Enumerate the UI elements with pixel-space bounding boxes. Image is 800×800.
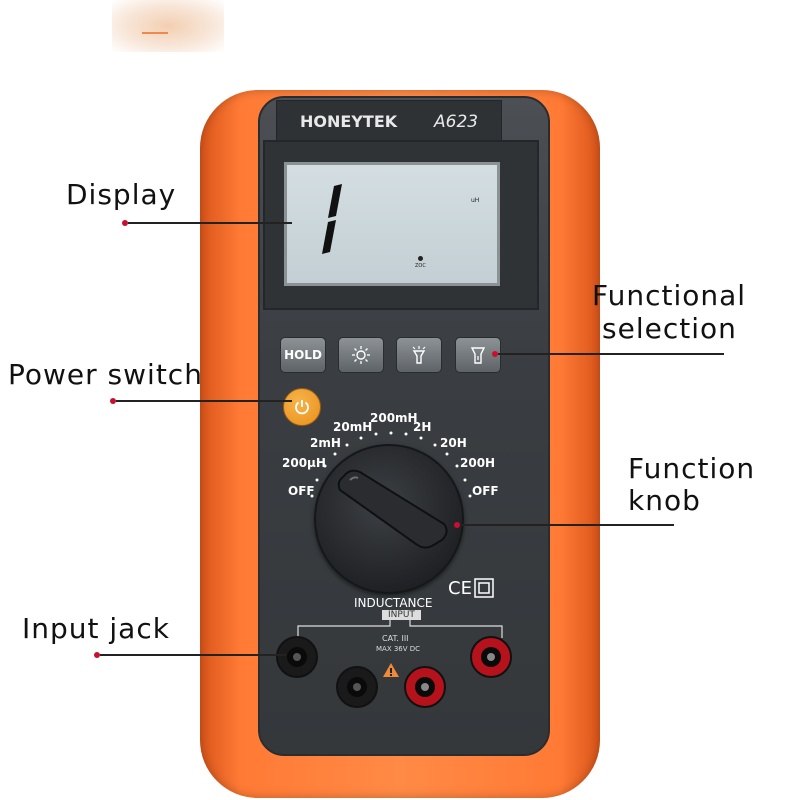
range-20mh: 20mH	[333, 420, 373, 434]
lamp-icon	[470, 347, 486, 364]
annotation-line-power	[116, 400, 292, 402]
warning-triangle-icon	[383, 663, 399, 677]
lcd-indicator-dot	[418, 256, 423, 261]
hold-button[interactable]: HOLD	[280, 337, 326, 373]
input-jack-4[interactable]	[470, 636, 512, 678]
power-button[interactable]	[283, 388, 321, 426]
range-tick-ring	[310, 431, 472, 498]
lcd-digit: 1	[322, 184, 342, 254]
range-200h: 200H	[460, 456, 496, 470]
backlight-sun-icon	[352, 346, 370, 364]
brand-label: HONEYTEK	[300, 112, 398, 131]
knob-grip	[337, 469, 448, 549]
cat-rating-label: CAT. III	[382, 634, 409, 643]
annotation-line-knob	[460, 524, 674, 526]
model-label: A623	[434, 112, 479, 132]
flashlight-button[interactable]	[396, 337, 442, 373]
range-20h: 20H	[440, 436, 467, 450]
annotation-dot-display	[122, 220, 128, 226]
annotation-function-2: knob	[628, 484, 701, 517]
lamp-button[interactable]	[455, 337, 501, 373]
input-label: INPUT	[382, 610, 421, 620]
annotation-functional-2: selection	[602, 312, 737, 345]
flashlight-icon	[412, 346, 426, 364]
annotation-dot-knob	[454, 522, 460, 528]
lcd-display	[284, 162, 500, 286]
annotation-input-jack: Input jack	[22, 612, 170, 645]
annotation-line-display	[128, 222, 292, 224]
range-200uh: 200μH	[282, 456, 326, 470]
annotation-dot-jack	[94, 652, 100, 658]
range-off-right: OFF	[472, 484, 499, 498]
annotation-line-functional	[498, 353, 724, 355]
blurred-background-object	[112, 0, 224, 52]
annotation-functional-1: Functional	[592, 279, 747, 312]
input-jack-3[interactable]	[404, 666, 446, 708]
lcd-sub-label: ZOC	[415, 263, 426, 269]
inductance-label: INDUCTANCE	[354, 596, 433, 610]
annotation-dot-power	[110, 398, 116, 404]
backlight-button[interactable]	[338, 337, 384, 373]
annotation-function-1: Function	[628, 452, 756, 485]
double-insulation-icon	[474, 578, 494, 598]
annotation-line-jack	[100, 654, 286, 656]
range-200mh: 200mH	[370, 411, 418, 425]
range-off-left: OFF	[288, 484, 315, 498]
input-jack-1[interactable]	[276, 636, 318, 678]
annotation-power-switch: Power switch	[8, 358, 203, 391]
annotation-display: Display	[66, 178, 177, 211]
power-icon	[295, 400, 309, 415]
ce-mark: CE	[448, 578, 472, 599]
lcd-unit: uH	[471, 197, 480, 204]
annotation-dot-functional	[492, 351, 498, 357]
function-knob[interactable]	[314, 444, 464, 594]
input-jack-2[interactable]	[336, 666, 378, 708]
range-2h: 2H	[413, 420, 432, 434]
input-bracket-lines	[297, 614, 503, 638]
max-voltage-label: MAX 36V DC	[376, 645, 421, 653]
range-2mh: 2mH	[310, 436, 341, 450]
